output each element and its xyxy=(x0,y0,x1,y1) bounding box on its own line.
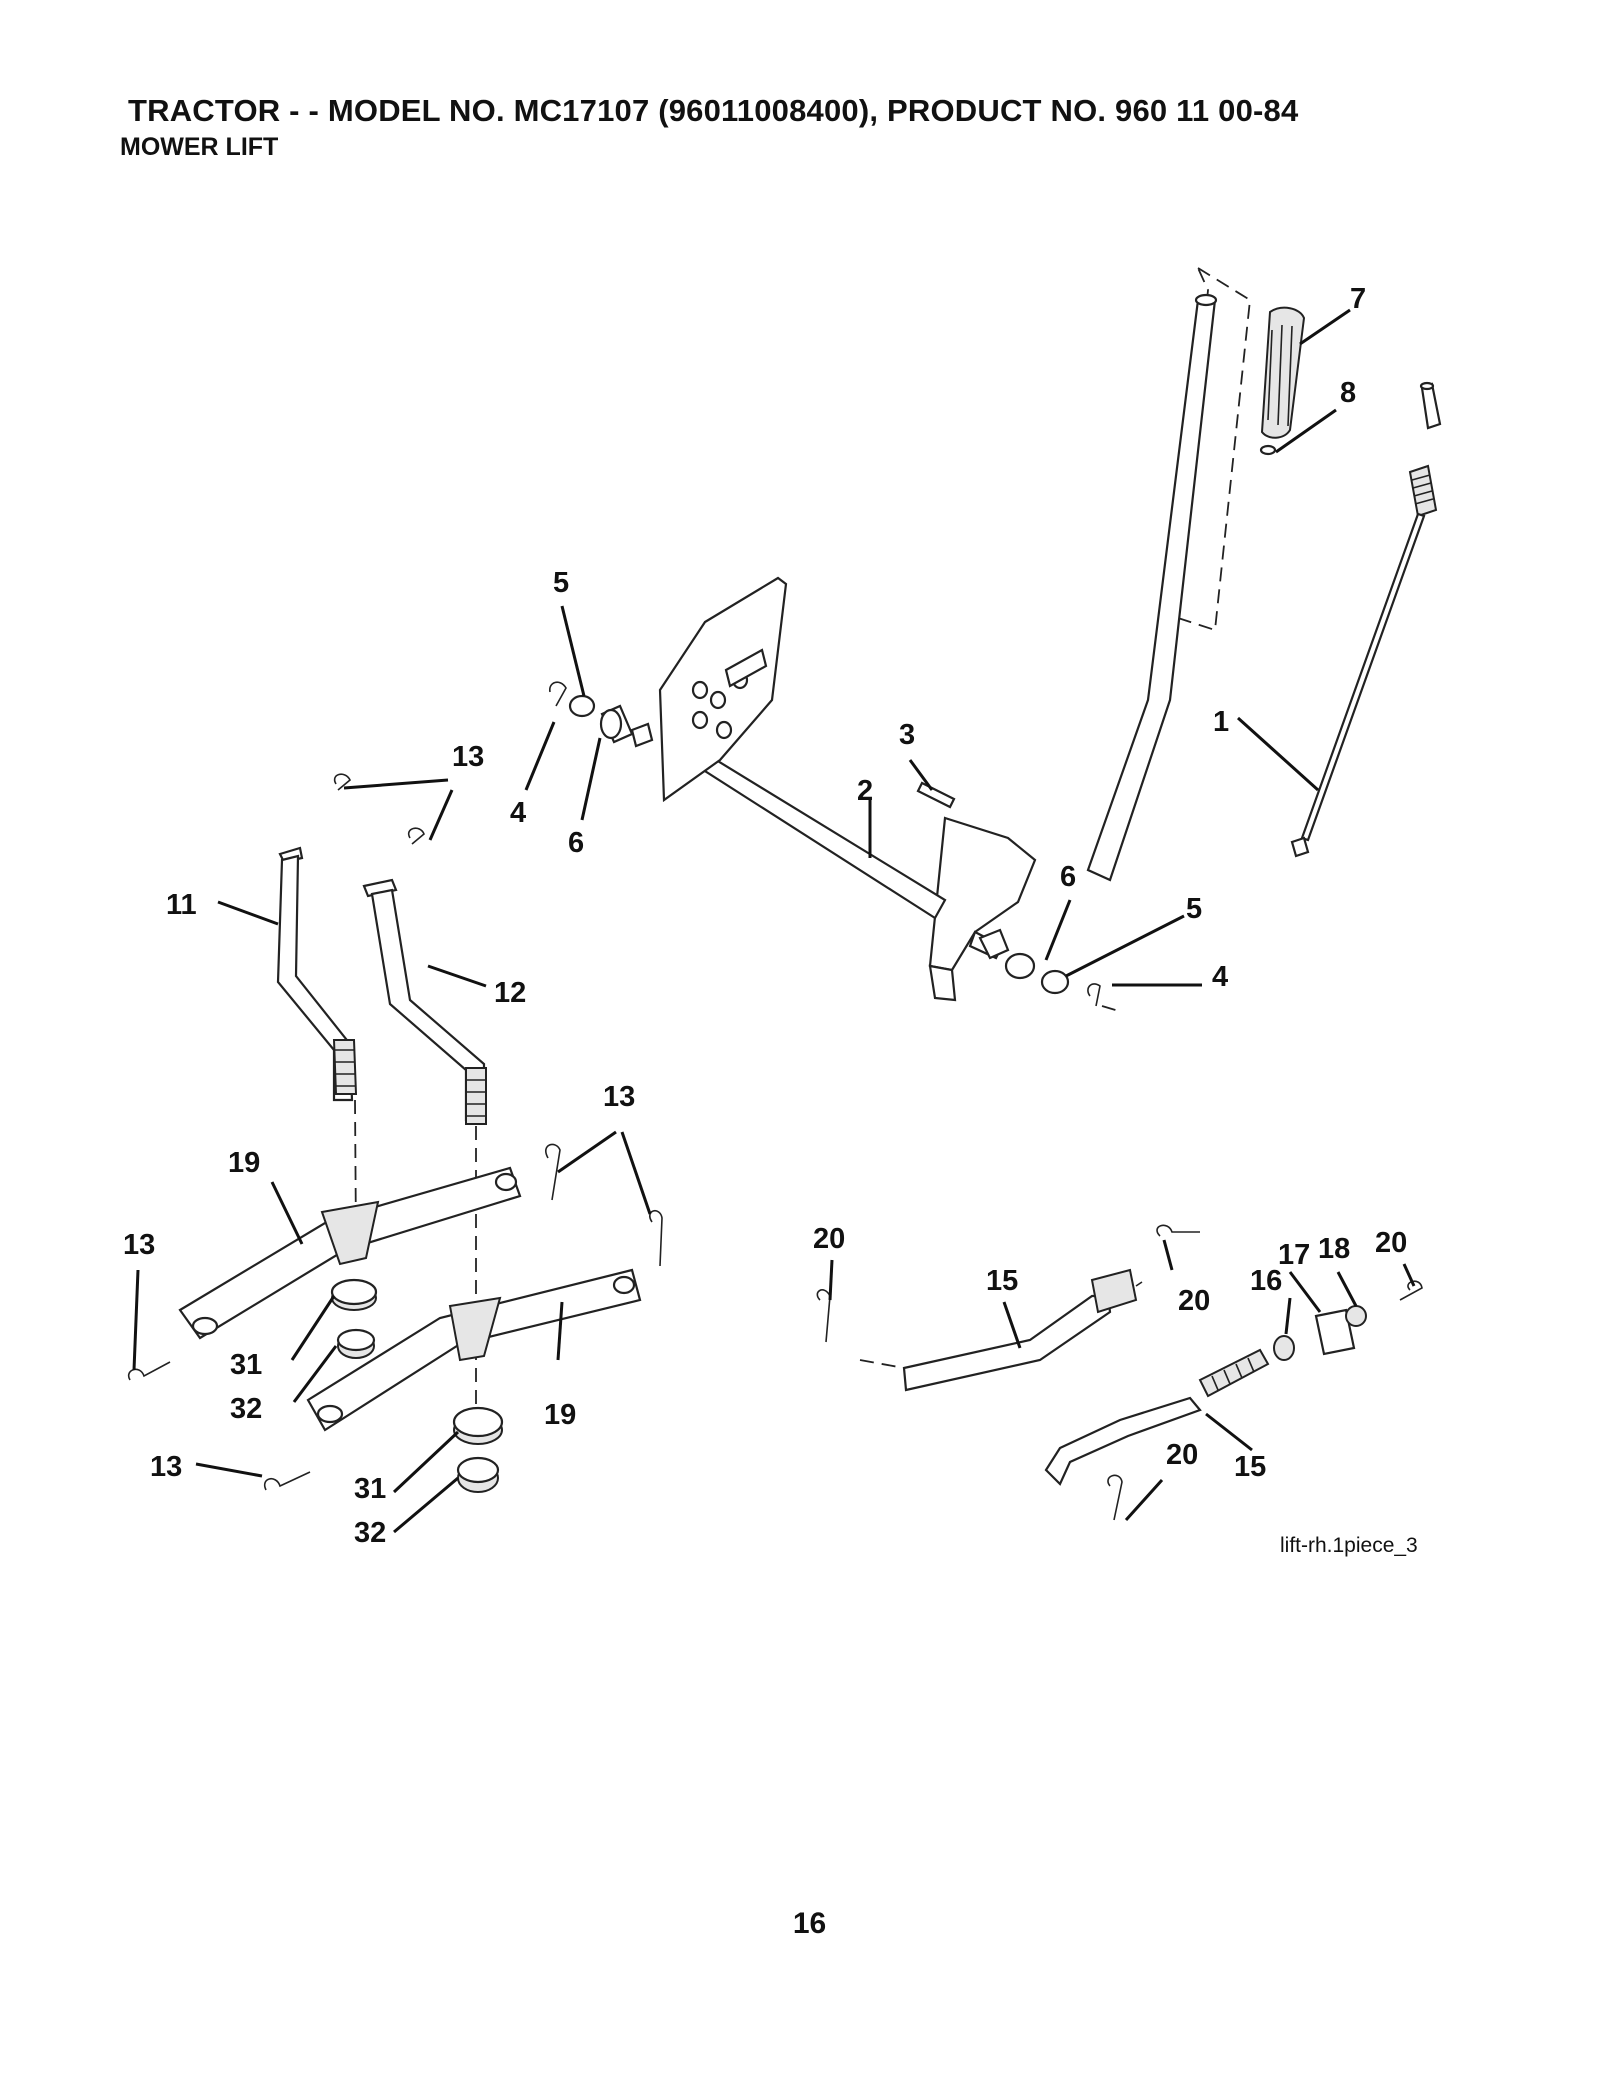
callout-8: 8 xyxy=(1340,377,1356,409)
spring-pin xyxy=(916,781,956,809)
callout-7: 7 xyxy=(1350,283,1366,315)
callout-32-right: 32 xyxy=(354,1517,386,1549)
bushing-nut-left xyxy=(330,1278,378,1359)
callout-4-right: 4 xyxy=(1212,961,1228,993)
lift-arm-upper xyxy=(178,1166,522,1340)
callout-19-lower: 19 xyxy=(544,1399,576,1431)
callout-20-right: 20 xyxy=(1375,1227,1407,1259)
callout-32-left: 32 xyxy=(230,1393,262,1425)
callout-16: 16 xyxy=(1250,1265,1282,1297)
callout-31-right: 31 xyxy=(354,1473,386,1505)
right-shaft-hardware xyxy=(978,928,1123,1013)
callout-19-upper: 19 xyxy=(228,1147,260,1179)
callout-20-lower: 20 xyxy=(1166,1439,1198,1471)
lift-rod-lower xyxy=(1044,1348,1270,1521)
figure-id: lift-rh.1piece_3 xyxy=(1280,1534,1418,1557)
callout-4-left: 4 xyxy=(510,797,526,829)
callout-2: 2 xyxy=(857,775,873,807)
callout-20-mid: 20 xyxy=(1178,1285,1210,1317)
callout-6-right: 6 xyxy=(1060,861,1076,893)
callout-31-left: 31 xyxy=(230,1349,262,1381)
lift-arm-lower xyxy=(306,1268,642,1432)
lift-rod-upper xyxy=(816,1224,1200,1392)
callout-13-mid: 13 xyxy=(603,1081,635,1113)
callout-17: 17 xyxy=(1278,1239,1310,1271)
page-header: TRACTOR - - MODEL NO. MC17107 (960110084… xyxy=(120,92,1540,162)
page-title: TRACTOR - - MODEL NO. MC17107 (960110084… xyxy=(128,93,1299,128)
callout-20-left: 20 xyxy=(813,1223,845,1255)
leader-lines xyxy=(132,308,1416,1534)
callout-13-bottom: 13 xyxy=(150,1451,182,1483)
callout-5-right: 5 xyxy=(1186,893,1202,925)
left-shaft-hardware xyxy=(549,681,654,748)
lift-link-left xyxy=(276,773,425,1241)
callout-13-left: 13 xyxy=(123,1229,155,1261)
callout-3: 3 xyxy=(899,719,915,751)
callout-numbers: 1 2 3 4 4 5 5 6 6 7 8 11 12 13 13 13 13 … xyxy=(123,283,1407,1549)
lift-spring-rod xyxy=(1290,381,1442,858)
callout-15-upper: 15 xyxy=(986,1265,1018,1297)
lift-shaft-assembly xyxy=(658,265,1251,1002)
callout-5-left: 5 xyxy=(553,567,569,599)
page-subtitle: MOWER LIFT xyxy=(120,133,279,161)
callout-6-left: 6 xyxy=(568,827,584,859)
callout-11: 11 xyxy=(166,889,197,921)
page-number: 16 xyxy=(792,1907,827,1940)
callout-12: 12 xyxy=(494,977,526,1009)
lift-link-right xyxy=(362,878,487,1420)
callout-1: 1 xyxy=(1213,706,1229,738)
callout-15-lower: 15 xyxy=(1234,1451,1266,1483)
callout-13-top: 13 xyxy=(452,741,484,773)
trunnion-hardware xyxy=(1273,1280,1423,1361)
callout-18: 18 xyxy=(1318,1233,1350,1265)
handle-grip xyxy=(1259,306,1306,456)
bushing-nut-right xyxy=(452,1406,504,1493)
